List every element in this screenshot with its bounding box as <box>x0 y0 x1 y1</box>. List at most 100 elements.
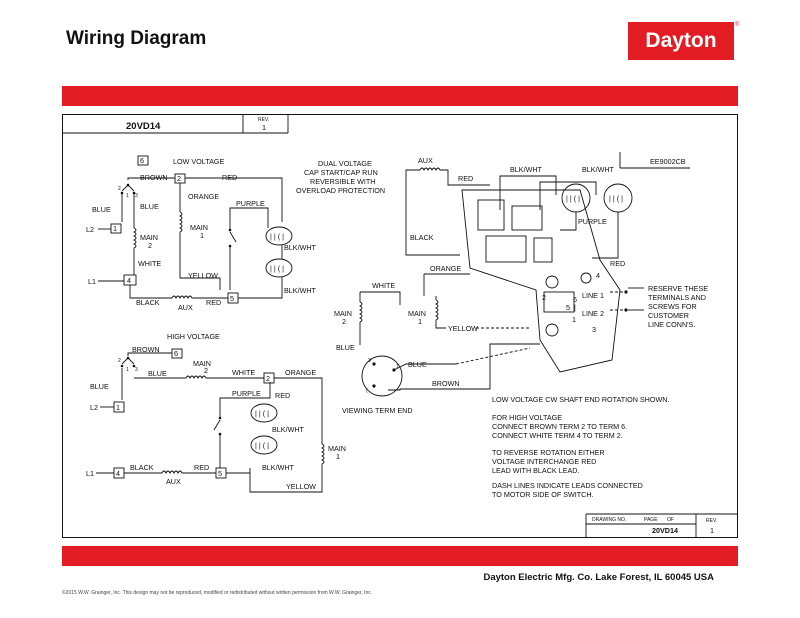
lv-term1: 1 <box>113 224 117 233</box>
hv-orange: ORANGE <box>285 368 316 377</box>
hv-aux: AUX <box>166 477 181 486</box>
lv-l1: L1 <box>88 277 96 286</box>
center-cap-run: | | ( | <box>566 194 580 203</box>
title-block-bottom: DRAWING NO. PAGE OF REV. 20VD14 1 <box>585 513 738 538</box>
lv-blue1: BLUE <box>92 205 111 214</box>
center-red2: RED <box>610 259 625 268</box>
lv-main1: MAIN <box>190 223 208 232</box>
center-white: WHITE <box>372 281 395 290</box>
note-5: VOLTAGE INTERCHANGE RED <box>492 457 596 466</box>
hv-blue2: BLUE <box>148 369 167 378</box>
lv-term4: 4 <box>127 276 131 285</box>
lv-blue2: BLUE <box>140 202 159 211</box>
center-main1-num: 1 <box>418 317 422 326</box>
hv-red-bottom: RED <box>194 463 209 472</box>
note-1: FOR HIGH VOLTAGE <box>492 413 562 422</box>
note-0: LOW VOLTAGE CW SHAFT END ROTATION SHOWN. <box>492 395 669 404</box>
lv-yellow: YELLOW <box>188 271 218 280</box>
hv-sw-label-3: 3 <box>135 367 138 373</box>
drawing-no-label: DRAWING NO. <box>592 517 626 523</box>
note-3: CONNECT WHITE TERM 4 TO TERM 2. <box>492 431 623 440</box>
rev-value-bottom: 1 <box>710 526 714 535</box>
hv-sw-label-2: 2 <box>118 358 121 364</box>
lv-sw-label-3: 3 <box>135 193 138 199</box>
hv-cap-start: | | ( | <box>255 441 269 450</box>
center-tb2: 2 <box>542 293 546 302</box>
term-end-3: 3 <box>368 358 371 364</box>
reference-code: EE9002CB <box>650 157 686 166</box>
low-voltage-schematic: 6 LOW VOLTAGE BROWN RED 2 ORANGE MAIN 1 … <box>86 155 317 312</box>
center-orange: ORANGE <box>430 264 461 273</box>
diagram-frame <box>62 114 738 538</box>
lv-sw-label-2: 2 <box>118 186 121 192</box>
page-title: Wiring Diagram <box>66 28 207 49</box>
center-desc1: DUAL VOLTAGE <box>318 159 372 168</box>
lv-term6: 6 <box>140 156 144 165</box>
lv-cap-run: | | ( | <box>270 232 284 241</box>
center-brown: BROWN <box>432 379 460 388</box>
lv-sw-label-1: 1 <box>126 193 129 199</box>
notes: LOW VOLTAGE CW SHAFT END ROTATION SHOWN.… <box>492 395 669 499</box>
hv-blkwht2: BLK/WHT <box>262 463 295 472</box>
registered-mark: ® <box>735 22 740 28</box>
center-reserve-0: RESERVE THESE <box>648 284 708 293</box>
hv-main2: MAIN <box>193 359 211 368</box>
term-end-cap: ( <box>366 388 368 394</box>
note-2: CONNECT BROWN TERM 2 TO TERM 6. <box>492 422 627 431</box>
hv-main1-num: 1 <box>336 452 340 461</box>
center-main1: MAIN <box>408 309 426 318</box>
term-end-1: 1 <box>396 364 399 370</box>
center-desc4: OVERLOAD PROTECTION <box>296 186 385 195</box>
dayton-logo: Dayton <box>628 22 734 60</box>
lv-purple: PURPLE <box>236 199 265 208</box>
rev-value: 1 <box>262 123 266 132</box>
lv-red-top: RED <box>222 173 237 182</box>
hv-term2: 2 <box>266 374 270 383</box>
center-red: RED <box>458 174 473 183</box>
center-blkwht2: BLK/WHT <box>582 165 615 174</box>
hv-term1: 1 <box>116 403 120 412</box>
center-blkwht1: BLK/WHT <box>510 165 543 174</box>
center-reserve-1: TERMINALS AND <box>648 293 706 302</box>
rev-label: REV. <box>258 117 269 123</box>
lv-blkwht2: BLK/WHT <box>284 286 317 295</box>
hv-l1: L1 <box>86 469 94 478</box>
note-6: LEAD WITH BLACK LEAD. <box>492 466 579 475</box>
hv-blkwht1: BLK/WHT <box>272 425 305 434</box>
center-line2: LINE 2 <box>582 309 604 318</box>
center-blue1: BLUE <box>336 343 355 352</box>
hv-black: BLACK <box>130 463 154 472</box>
center-cap-start: | | ( | <box>609 194 623 203</box>
hv-brown: BROWN <box>132 345 160 354</box>
center-desc2: CAP START/CAP RUN <box>304 168 378 177</box>
center-reserve-4: LINE CONN'S. <box>648 320 695 329</box>
company-address: Dayton Electric Mfg. Co. Lake Forest, IL… <box>483 572 714 583</box>
model-number: 20VD14 <box>126 121 161 132</box>
top-red-band <box>62 86 738 106</box>
lv-main1-num: 1 <box>200 231 204 240</box>
lv-cap-start: | | ( | <box>270 264 284 273</box>
note-7: DASH LINES INDICATE LEADS CONNECTED <box>492 481 643 490</box>
page-label: PAGE <box>644 517 658 523</box>
hv-term4: 4 <box>116 469 120 478</box>
rev-label-bottom: REV. <box>706 518 717 524</box>
hv-purple: PURPLE <box>232 389 261 398</box>
reference-code-box: EE9002CB <box>619 152 690 169</box>
lv-term5: 5 <box>230 294 234 303</box>
note-8: TO MOTOR SIDE OF SWITCH. <box>492 490 594 499</box>
lv-aux: AUX <box>178 303 193 312</box>
hv-red: RED <box>275 391 290 400</box>
lv-heading: LOW VOLTAGE <box>173 157 224 166</box>
center-aux: AUX <box>418 156 433 165</box>
hv-term5: 5 <box>218 469 222 478</box>
hv-heading: HIGH VOLTAGE <box>167 332 220 341</box>
motor-terminal-view: DUAL VOLTAGE CAP START/CAP RUN REVERSIBL… <box>296 156 708 415</box>
center-line1: LINE 1 <box>582 291 604 300</box>
center-tb3: 3 <box>592 325 596 334</box>
switch-bar: | <box>574 303 576 312</box>
high-voltage-schematic: HIGH VOLTAGE BROWN 6 2 1 3 BLUE BLUE MAI… <box>86 332 346 493</box>
center-main2: MAIN <box>334 309 352 318</box>
center-blue2: BLUE <box>408 360 427 369</box>
hv-yellow: YELLOW <box>286 482 316 491</box>
hv-l2: L2 <box>90 403 98 412</box>
